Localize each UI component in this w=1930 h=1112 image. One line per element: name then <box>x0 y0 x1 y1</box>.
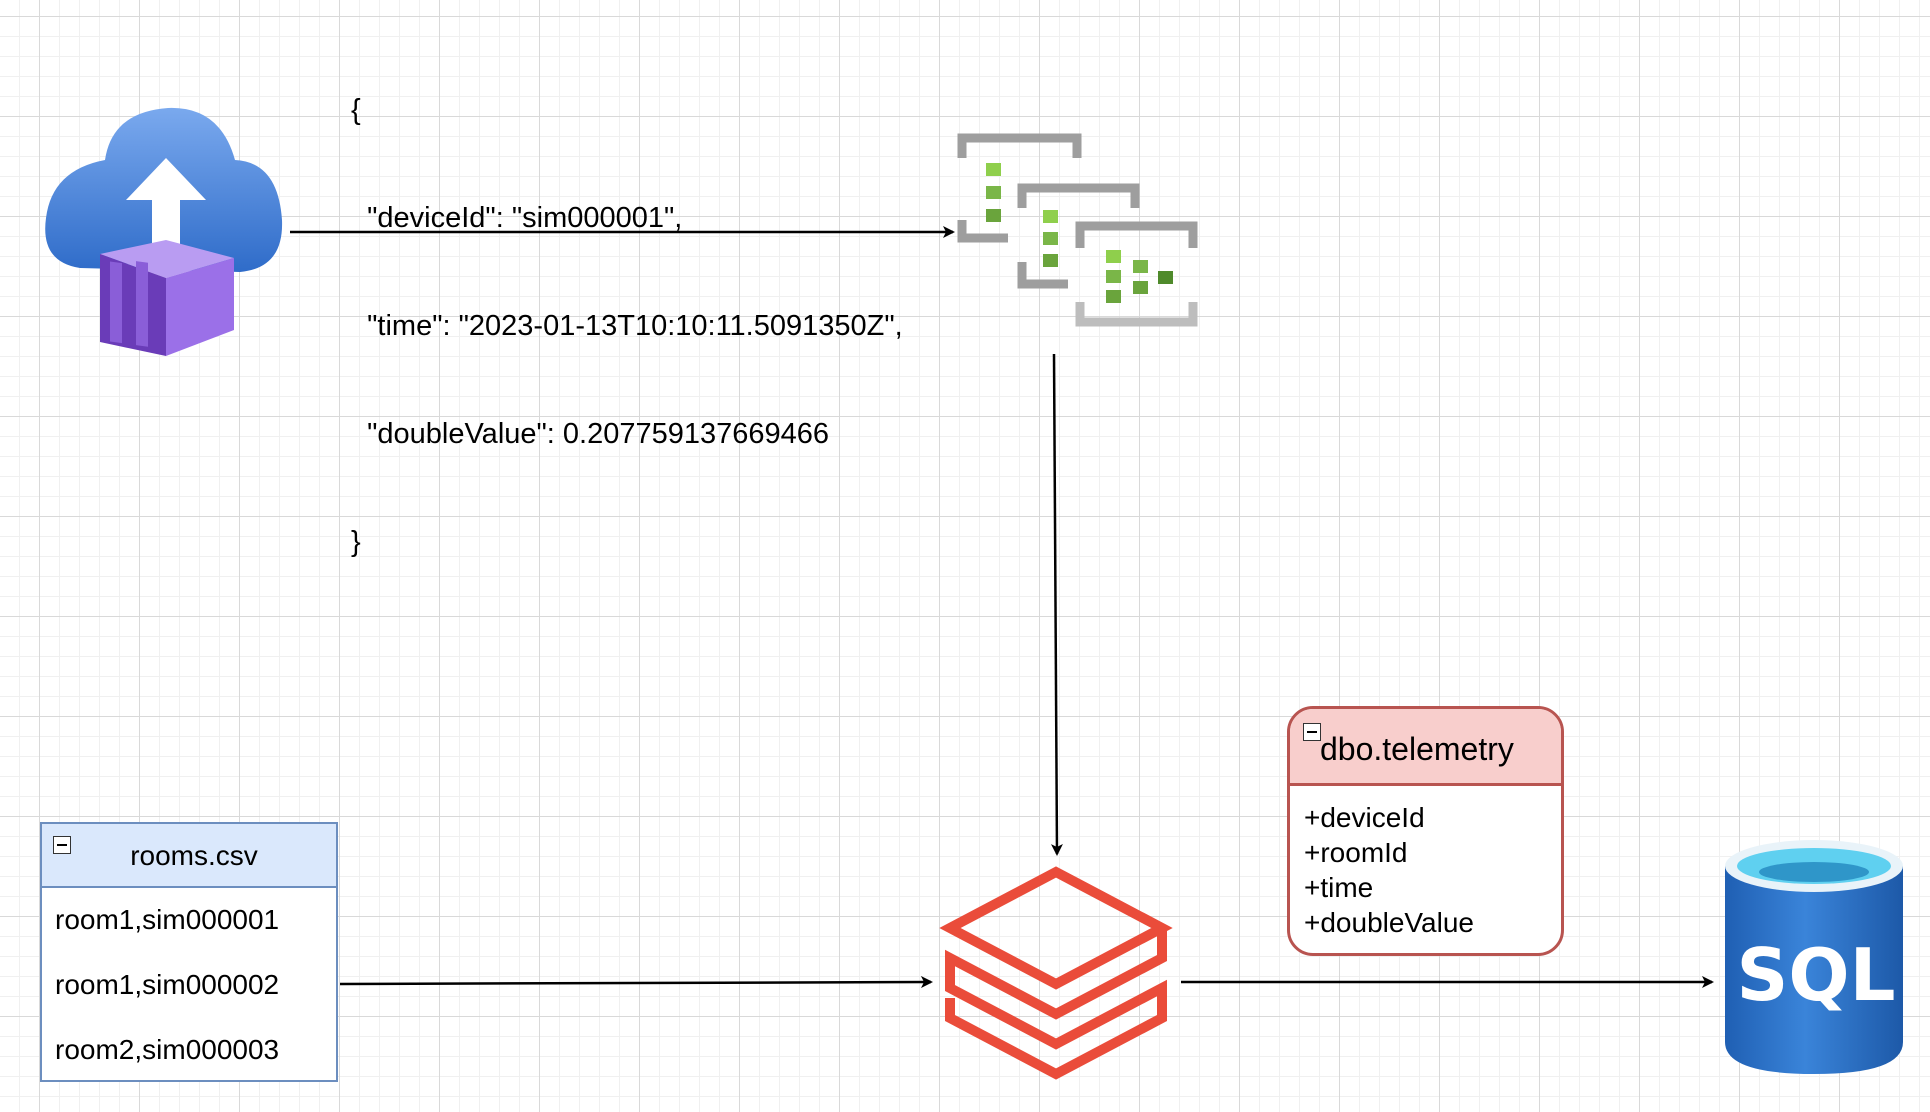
telemetry-table-header: dbo.telemetry <box>1290 709 1561 786</box>
table-field: +time <box>1304 872 1374 903</box>
event-hubs-icon <box>957 133 1198 327</box>
json-line: "deviceId": "sim000001", <box>351 202 683 234</box>
databricks-icon <box>939 866 1173 1080</box>
collapse-icon[interactable] <box>53 836 71 854</box>
rooms-table-header: rooms.csv <box>42 824 336 888</box>
json-line: "time": "2023-01-13T10:10:11.5091350Z", <box>351 310 903 342</box>
table-row: room1,sim000002 <box>55 969 280 1000</box>
table-row: room2,sim000003 <box>55 1034 280 1065</box>
table-field: +roomId <box>1304 837 1408 868</box>
table-row: room1,sim000001 <box>55 904 280 935</box>
container-apps-cloud-upload-icon <box>45 107 283 356</box>
telemetry-entity-table[interactable]: dbo.telemetry +deviceId +roomId +time +d… <box>1287 706 1564 956</box>
arrow-hub-to-databricks <box>1050 353 1063 856</box>
telemetry-table-title: dbo.telemetry <box>1320 731 1514 767</box>
table-field: +deviceId <box>1304 802 1425 833</box>
json-message-note: { "deviceId": "sim000001", "time": "2023… <box>351 20 903 596</box>
telemetry-field-list: +deviceId +roomId +time +doubleValue <box>1304 800 1474 940</box>
json-line: "doubleValue": 0.207759137669466 <box>351 418 830 450</box>
rooms-table-title: rooms.csv <box>130 840 258 871</box>
json-line: { <box>351 94 361 126</box>
json-line: } <box>351 526 361 558</box>
rooms-csv-table[interactable]: rooms.csv room1,sim000001 room1,sim00000… <box>40 822 338 1082</box>
sql-database-icon: SQL <box>1725 840 1903 1074</box>
sql-label: SQL <box>1737 933 1896 1017</box>
arrow-rooms-to-databricks <box>339 976 933 989</box>
table-field: +doubleValue <box>1304 907 1474 938</box>
collapse-icon[interactable] <box>1303 723 1321 741</box>
